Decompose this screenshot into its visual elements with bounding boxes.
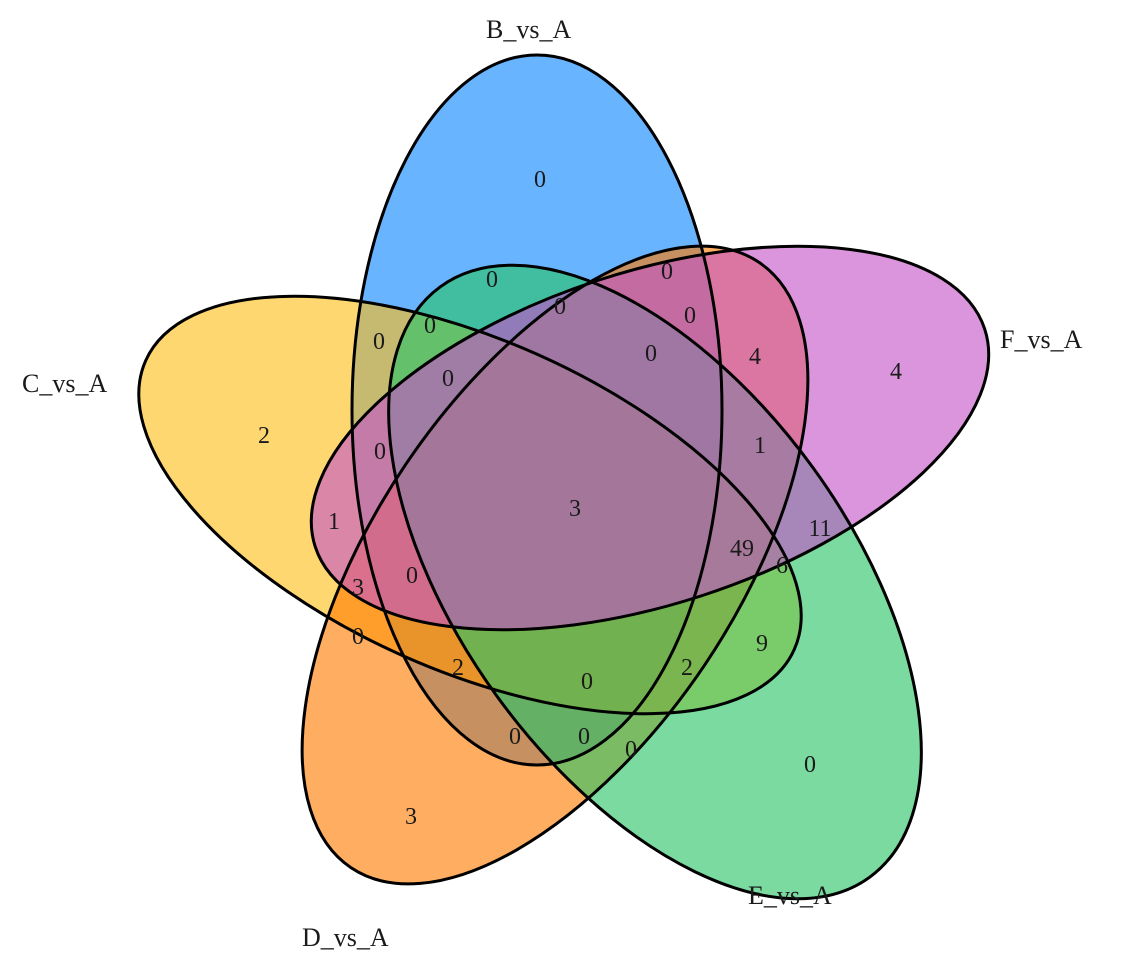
count-bcdf: 0: [406, 563, 418, 589]
set-d-outline: [300, 244, 810, 886]
count-ce: 9: [756, 631, 768, 657]
set-labels: B_vs_A C_vs_A D_vs_A E_vs_A F_vs_A: [22, 15, 1083, 952]
count-ef-mid: 49: [730, 536, 754, 562]
count-all: 3: [569, 496, 581, 522]
set-e-outline: [387, 263, 923, 901]
count-bcef: 0: [442, 366, 454, 392]
count-cef: 1: [754, 433, 766, 459]
count-cf-pink: 4: [749, 344, 761, 370]
count-be: 0: [486, 267, 498, 293]
set-outlines: [137, 53, 991, 901]
count-def: 6: [776, 553, 788, 579]
count-c-only: 2: [258, 423, 270, 449]
count-bc: 0: [373, 329, 385, 355]
count-de-2: 2: [681, 655, 693, 681]
set-f-outline: [309, 244, 991, 632]
region-counts: 0 2 3 0 4 0 0 0 0 0 0 0 0 4 0 1 1 3 11 4…: [258, 167, 902, 830]
set-label-d: D_vs_A: [302, 923, 389, 952]
count-de: 0: [625, 737, 637, 763]
set-b-outline: [350, 53, 724, 767]
set-f-fill: [311, 246, 989, 630]
count-bce: 0: [424, 313, 436, 339]
count-d-only: 3: [405, 804, 417, 830]
count-f-only: 4: [890, 359, 902, 385]
count-bcef-2: 0: [374, 439, 386, 465]
set-label-f: F_vs_A: [1000, 325, 1083, 354]
count-bef-2: 0: [684, 303, 696, 329]
count-bf: 0: [661, 259, 673, 285]
count-cd: 0: [352, 624, 364, 650]
set-label-b: B_vs_A: [486, 15, 571, 44]
set-label-e: E_vs_A: [748, 881, 832, 910]
count-cf: 1: [328, 509, 340, 535]
set-label-c: C_vs_A: [22, 369, 107, 398]
count-e-only: 0: [804, 752, 816, 778]
count-b-only: 0: [534, 167, 546, 193]
set-fills: [138, 55, 989, 899]
count-cde-2: 0: [581, 669, 593, 695]
count-cde: 2: [452, 655, 464, 681]
set-c-outline: [137, 294, 803, 716]
count-bef: 0: [554, 294, 566, 320]
count-cdf: 3: [352, 575, 364, 601]
count-ef: 11: [808, 516, 831, 542]
count-bd: 0: [509, 724, 521, 750]
count-bde: 0: [578, 724, 590, 750]
count-bf-2: 0: [645, 341, 657, 367]
